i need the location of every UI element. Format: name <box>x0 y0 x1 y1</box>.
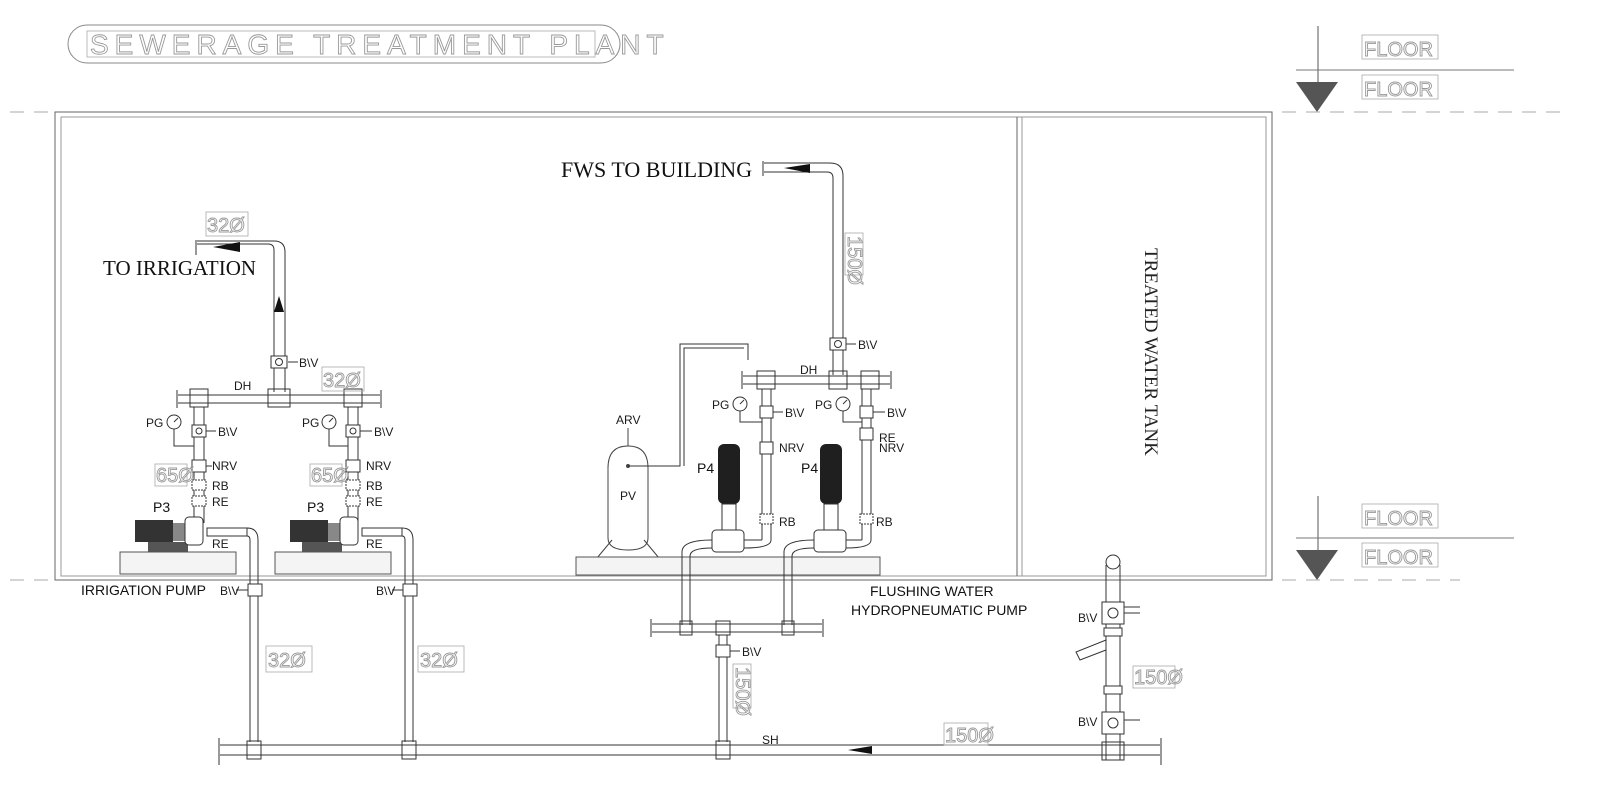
level-label: FLOOR <box>1364 508 1433 530</box>
irrigation-pump-p3-a: PG B\V NRV 65Ø RB RE P3 RE <box>119 407 259 578</box>
bv-label: B\V <box>785 406 804 420</box>
pg-label: PG <box>302 416 319 430</box>
pump-tag: P3 <box>153 499 170 515</box>
hydropneumatic-pump-label: HYDROPNEUMATIC PUMP <box>851 602 1027 618</box>
nrv-label: NRV <box>366 459 391 473</box>
nrv-label: NRV <box>779 441 804 455</box>
flushing-water-label: FLUSHING WATER <box>870 583 994 599</box>
dimension-label: 150Ø <box>843 236 865 285</box>
level-marker-bottom: FLOOR FLOOR <box>1296 496 1514 580</box>
re-label: RE <box>366 537 383 551</box>
bv-label: B\V <box>299 356 318 370</box>
level-label: FLOOR <box>1364 39 1433 61</box>
bv-label: B\V <box>376 584 395 598</box>
sh-label: SH <box>762 733 779 747</box>
irrigation-pump-label: IRRIGATION PUMP <box>81 582 206 598</box>
rb-label: RB <box>366 479 383 493</box>
dimension-label: 32Ø <box>420 650 458 672</box>
re-label: RE <box>366 495 383 509</box>
treated-water-tank-label: TREATED WATER TANK <box>1140 248 1161 456</box>
rb-label: RB <box>779 515 796 529</box>
fws-delivery-header: DH <box>741 363 892 390</box>
dh-label: DH <box>800 363 817 377</box>
pump-tag: P3 <box>307 499 324 515</box>
re-label: RE <box>212 495 229 509</box>
pg-label: PG <box>712 398 729 412</box>
tank-inlet-riser: B\V B\V 150Ø <box>1075 554 1183 761</box>
tank-structure <box>54 111 1273 581</box>
dimension-label: 32Ø <box>323 370 361 392</box>
title-block: SEWERAGE TREATMENT PLANT <box>67 24 670 64</box>
bv-label: B\V <box>887 406 906 420</box>
flushing-pump-p4-a: PG B\V NRV RB P4 <box>697 389 804 553</box>
irrigation-delivery-header: DH 32Ø B\V <box>176 355 382 408</box>
to-irrigation-label: TO IRRIGATION <box>103 256 256 280</box>
flushing-pump-p4-b: PG B\V RE NRV RB P4 <box>801 389 906 553</box>
suction-header: SH 150Ø <box>218 722 1162 765</box>
dimension-label: 32Ø <box>268 650 306 672</box>
pump-tag: P4 <box>801 460 818 476</box>
rb-label: RB <box>212 479 229 493</box>
flushing-pump-plinth <box>575 556 881 576</box>
pg-label: PG <box>815 398 832 412</box>
dimension-label: 150Ø <box>731 667 753 716</box>
flushing-suction-pipes: B\V 150Ø <box>650 539 824 742</box>
dimension-label: 150Ø <box>945 725 994 747</box>
dimension-label: 150Ø <box>1134 667 1183 689</box>
bv-label: B\V <box>1078 715 1097 729</box>
nrv-label: NRV <box>879 441 904 455</box>
pg-label: PG <box>146 416 163 430</box>
fws-discharge-pipe: 150Ø B\V <box>762 161 877 375</box>
bv-label: B\V <box>858 338 877 352</box>
level-label: FLOOR <box>1364 79 1433 101</box>
bv-label: B\V <box>220 584 239 598</box>
re-label: RE <box>879 431 896 445</box>
bv-label: B\V <box>742 645 761 659</box>
irrigation-discharge-pipe: 32Ø <box>195 211 286 392</box>
dimension-label: 65Ø <box>156 465 194 487</box>
pv-label: PV <box>620 489 636 503</box>
re-label: RE <box>212 537 229 551</box>
rb-label: RB <box>876 515 893 529</box>
pressure-vessel: ARV PV <box>596 343 749 559</box>
dimension-label: 65Ø <box>311 465 349 487</box>
level-marker-top: FLOOR FLOOR <box>1296 26 1514 112</box>
arv-label: ARV <box>616 413 640 427</box>
irrigation-suction-pipes: B\V 32Ø B\V 32Ø <box>220 578 465 742</box>
dh-label: DH <box>234 379 251 393</box>
dimension-label: 32Ø <box>207 215 245 237</box>
level-label: FLOOR <box>1364 547 1433 569</box>
bv-label: B\V <box>218 425 237 439</box>
bv-label: B\V <box>1078 611 1097 625</box>
irrigation-pump-p3-b: PG B\V NRV 65Ø RB RE P3 RE <box>274 407 414 578</box>
pump-tag: P4 <box>697 460 714 476</box>
fws-to-building-label: FWS TO BUILDING <box>561 157 752 182</box>
nrv-label: NRV <box>212 459 237 473</box>
bv-label: B\V <box>374 425 393 439</box>
page-title: SEWERAGE TREATMENT PLANT <box>90 29 670 60</box>
